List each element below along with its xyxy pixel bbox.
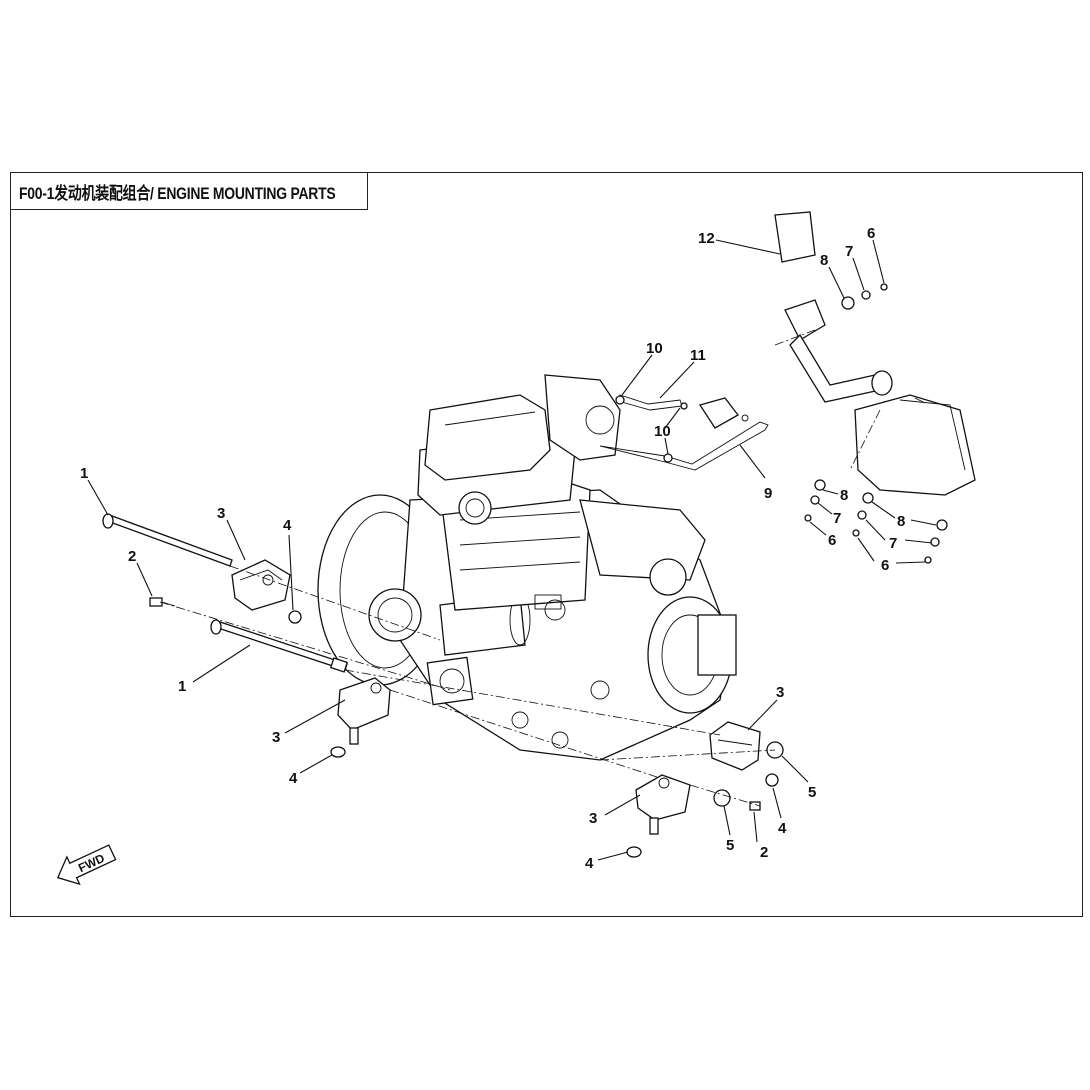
callout-4-upper-left: 4 xyxy=(283,517,292,534)
callout-4-lower-right: 4 xyxy=(585,855,594,872)
callout-3-upper-left: 3 xyxy=(217,505,225,522)
hose-clamp-mid xyxy=(680,402,688,410)
callout-1-lower: 1 xyxy=(178,678,186,695)
engine-mount-lower-left xyxy=(337,677,391,745)
callout-2-right: 2 xyxy=(760,844,768,861)
engine-mount-upper-right xyxy=(709,721,761,771)
diagram-frame xyxy=(10,172,1083,917)
through-bolt-upper xyxy=(102,513,233,567)
engine-mount-upper-left xyxy=(231,559,291,611)
bolt-6-top xyxy=(880,283,888,291)
nut-8-br xyxy=(936,519,948,531)
title-box: F00-1发动机装配组合/ ENGINE MOUNTING PARTS xyxy=(10,172,368,210)
callout-10-lower: 10 xyxy=(654,423,671,440)
breather-hose xyxy=(599,421,769,471)
through-bolt-lower xyxy=(210,619,349,673)
callout-8-top: 8 xyxy=(820,252,828,269)
bolt-6-bl xyxy=(804,514,812,522)
callout-7-top: 7 xyxy=(845,243,853,260)
callout-8-bottom: 8 xyxy=(897,513,905,530)
breather-hose-upper xyxy=(617,394,683,411)
callout-6-mid: 6 xyxy=(828,532,836,549)
assembly-centerlines xyxy=(159,329,881,807)
leader-lines xyxy=(87,239,937,861)
callout-9: 9 xyxy=(764,485,772,502)
breather-valve xyxy=(698,397,739,429)
callout-8-mid: 8 xyxy=(840,487,848,504)
washer-7-br xyxy=(930,537,940,547)
nut-lower-right xyxy=(626,846,642,858)
exhaust-gasket xyxy=(774,211,816,263)
hose-clamp-upper xyxy=(615,395,625,405)
nut-8-bm xyxy=(862,492,874,504)
callout-5-lower: 5 xyxy=(726,837,734,854)
bolt-6-br xyxy=(924,556,932,564)
washer-7-top xyxy=(861,290,871,300)
fwd-label: FWD xyxy=(76,851,107,875)
page-title: F00-1发动机装配组合/ ENGINE MOUNTING PARTS xyxy=(19,183,336,203)
callout-1-upper: 1 xyxy=(80,465,88,482)
callout-6-top: 6 xyxy=(867,225,875,242)
fwd-direction-arrow: FWD xyxy=(56,844,117,886)
callout-4-lower-left: 4 xyxy=(289,770,298,787)
callout-4-right: 4 xyxy=(778,820,787,837)
bolt-upper-left xyxy=(149,597,176,607)
callout-7-mid: 7 xyxy=(833,510,841,527)
callout-3-upper-right: 3 xyxy=(776,684,784,701)
washer-7-bl xyxy=(810,495,820,505)
washer-8-top xyxy=(841,296,855,310)
callout-labels: 1 1 2 2 3 3 3 3 4 4 4 4 5 5 6 6 6 7 7 7 … xyxy=(80,225,905,872)
exhaust-muffler xyxy=(784,299,976,496)
hose-clamp-lower xyxy=(663,453,673,463)
callout-6-bottom: 6 xyxy=(881,557,889,574)
engine-mount-lower-right xyxy=(635,774,691,835)
washer-7-bm xyxy=(857,510,867,520)
callout-2-left: 2 xyxy=(128,548,136,565)
callout-7-bottom: 7 xyxy=(889,535,897,552)
callout-3-lower-left: 3 xyxy=(272,729,280,746)
callout-5-right: 5 xyxy=(808,784,816,801)
callout-11: 11 xyxy=(690,347,706,364)
callout-12: 12 xyxy=(698,230,715,247)
nut-upper-left xyxy=(288,610,302,624)
nut-upper-right xyxy=(765,773,779,787)
nut-8-bl xyxy=(814,479,826,491)
bolt-6-bm xyxy=(852,529,860,537)
washer-lower-right xyxy=(713,789,731,807)
engine-assembly xyxy=(317,374,737,761)
nut-lower-left xyxy=(330,746,346,758)
callout-10-upper: 10 xyxy=(646,340,663,357)
callout-3-lower-right: 3 xyxy=(589,810,597,827)
